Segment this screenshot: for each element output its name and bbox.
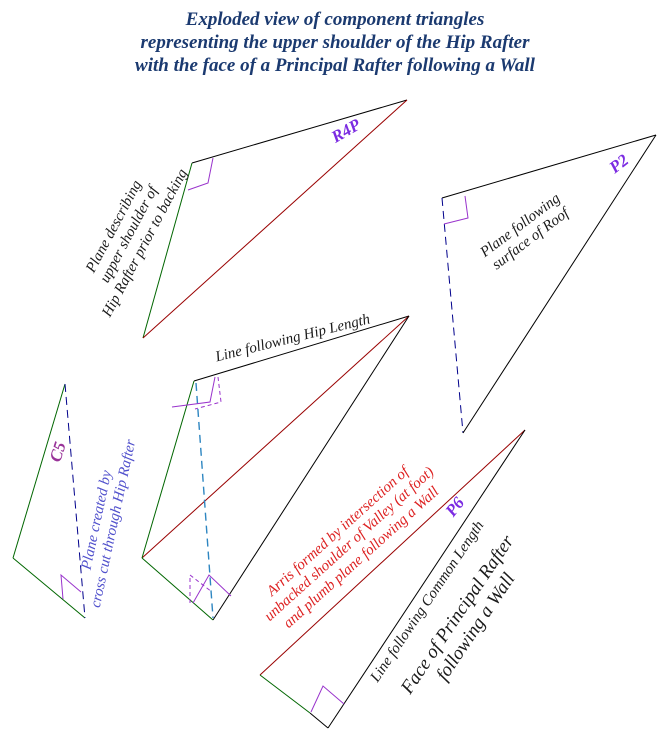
hip-shoulder-left-edge <box>141 380 195 559</box>
hip-shoulder-plumb-dashed-line <box>195 382 214 619</box>
right-angle-icon-c5 <box>60 573 82 600</box>
c5-edge-left <box>12 383 66 559</box>
p2-edge-hypotenuse <box>462 134 657 434</box>
triangle-p6 <box>259 429 526 729</box>
p2-edge-top <box>441 134 657 199</box>
c5-edge-bottom <box>12 557 86 619</box>
c5-edge-right-dashed <box>64 383 86 619</box>
r4p-edge-top <box>191 99 408 164</box>
p6-edge-short-black <box>309 712 329 729</box>
p6-arris-edge <box>259 429 526 676</box>
hip-shoulder-foot-edge <box>141 557 214 621</box>
right-angle-icon-hip-top <box>171 376 216 408</box>
right-angle-icon-r4p <box>187 157 214 191</box>
p6-common-length-line <box>327 429 526 729</box>
p2-edge-left-dashed <box>441 197 464 434</box>
hip-length-line <box>193 315 410 382</box>
right-angle-icon-hip-top-dashed <box>194 376 222 410</box>
hip-shoulder-red-diagonal <box>141 315 410 559</box>
triangle-r4p <box>142 99 408 339</box>
triangle-p2 <box>441 134 657 434</box>
diagram-title: Exploded view of component triangles rep… <box>135 9 535 76</box>
triangle-c5 <box>12 383 86 619</box>
right-angle-icon-hip-foot <box>192 574 232 604</box>
hip-shoulder-lower-edge <box>212 315 410 621</box>
p6-edge-short-green <box>259 674 311 714</box>
r4p-edge-hypotenuse <box>142 99 408 339</box>
right-angle-icon-hip-foot-dashed <box>189 573 213 603</box>
r4p-edge-left <box>142 162 193 339</box>
shape-hip-shoulder <box>141 315 410 621</box>
right-angle-icon-p2 <box>443 195 469 225</box>
right-angle-icon-p6 <box>310 685 345 713</box>
